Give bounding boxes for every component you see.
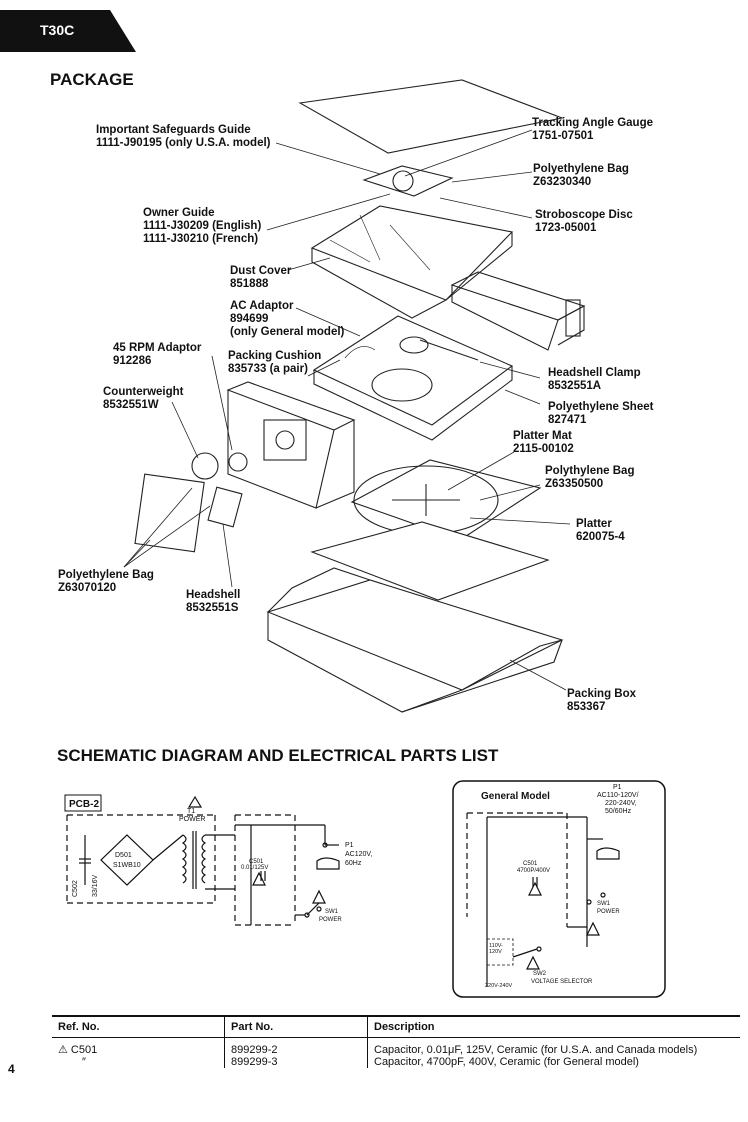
svg-text:POWER: POWER bbox=[319, 917, 342, 923]
table-row: ″ 899299-3 Capacitor, 4700pF, 400V, Cera… bbox=[52, 1056, 740, 1068]
svg-text:S1WB10: S1WB10 bbox=[113, 862, 141, 869]
general-model-title: General Model bbox=[481, 791, 550, 802]
svg-text:POWER: POWER bbox=[597, 909, 620, 915]
package-illustration bbox=[123, 79, 586, 713]
svg-text:220-240V,: 220-240V, bbox=[605, 800, 637, 807]
desc-cell: Capacitor, 4700pF, 400V, Ceramic (for Ge… bbox=[367, 1056, 740, 1068]
svg-text:50/60Hz: 50/60Hz bbox=[605, 808, 632, 815]
model-header-tab: T30C bbox=[0, 10, 136, 52]
svg-text:VOLTAGE SELECTOR: VOLTAGE SELECTOR bbox=[531, 979, 593, 985]
svg-text:C502: C502 bbox=[72, 880, 79, 897]
part-cell: 899299-3 bbox=[224, 1056, 368, 1068]
desc-cell: Capacitor, 0.01μF, 125V, Ceramic (for U.… bbox=[367, 1037, 740, 1056]
svg-text:P1: P1 bbox=[345, 842, 354, 849]
col-ref: Ref. No. bbox=[52, 1015, 225, 1038]
packing-cushion-left bbox=[226, 381, 356, 431]
svg-text:T1: T1 bbox=[187, 808, 195, 815]
col-desc: Description bbox=[367, 1015, 740, 1038]
svg-text:4700P/400V: 4700P/400V bbox=[517, 868, 550, 874]
model-name: T30C bbox=[40, 22, 75, 38]
ref-cell: ″ bbox=[82, 1056, 86, 1068]
svg-text:C501: C501 bbox=[249, 859, 264, 865]
svg-text:POWER: POWER bbox=[179, 816, 205, 823]
counterweight bbox=[191, 452, 219, 480]
ref-cell: ⚠ C501 bbox=[58, 1044, 98, 1056]
pcb-label: PCB-2 bbox=[69, 799, 99, 810]
svg-text:33/16V: 33/16V bbox=[92, 874, 99, 897]
headshell-part bbox=[207, 486, 243, 528]
svg-text:SW1: SW1 bbox=[325, 909, 339, 915]
svg-text:P1: P1 bbox=[613, 784, 622, 791]
platter-mat-sheet bbox=[310, 521, 550, 601]
table-row: ⚠ C501 899299-2 Capacitor, 0.01μF, 125V,… bbox=[52, 1037, 740, 1056]
schematic-us-model: PCB-2 D501 S1WB10 C502 33/16V T1 POWER C… bbox=[64, 794, 372, 926]
parts-table: Ref. No. Part No. Description ⚠ C501 899… bbox=[52, 1015, 740, 1068]
svg-text:60Hz: 60Hz bbox=[345, 860, 362, 867]
schematic-general-model: General Model P1 AC110-120V/ 220-240V, 5… bbox=[452, 780, 666, 998]
dust-cover bbox=[310, 205, 514, 301]
svg-text:AC110-120V/: AC110-120V/ bbox=[597, 792, 639, 799]
svg-text:D501: D501 bbox=[115, 852, 132, 859]
package-title: PACKAGE bbox=[50, 70, 134, 89]
svg-text:220V-240V: 220V-240V bbox=[485, 983, 513, 989]
svg-text:120V: 120V bbox=[489, 949, 502, 955]
gauge-envelope bbox=[362, 165, 454, 197]
stroboscope-disc bbox=[392, 170, 414, 192]
svg-text:110V-: 110V- bbox=[489, 943, 503, 949]
svg-text:AC120V,: AC120V, bbox=[345, 851, 372, 858]
polyethylene-bag-small bbox=[134, 473, 205, 553]
svg-text:0.01/125V: 0.01/125V bbox=[241, 865, 268, 871]
svg-text:C501: C501 bbox=[523, 861, 538, 867]
schematic-title: SCHEMATIC DIAGRAM AND ELECTRICAL PARTS L… bbox=[57, 746, 499, 765]
col-part: Part No. bbox=[224, 1015, 368, 1038]
svg-text:SW2: SW2 bbox=[533, 971, 547, 977]
top-sheet bbox=[298, 79, 564, 154]
part-cell: 899299-2 bbox=[224, 1037, 368, 1056]
svg-text:SW1: SW1 bbox=[597, 901, 611, 907]
45rpm-adaptor bbox=[228, 452, 248, 472]
header-tab-shape bbox=[0, 10, 136, 52]
page-number: 4 bbox=[8, 1062, 15, 1076]
